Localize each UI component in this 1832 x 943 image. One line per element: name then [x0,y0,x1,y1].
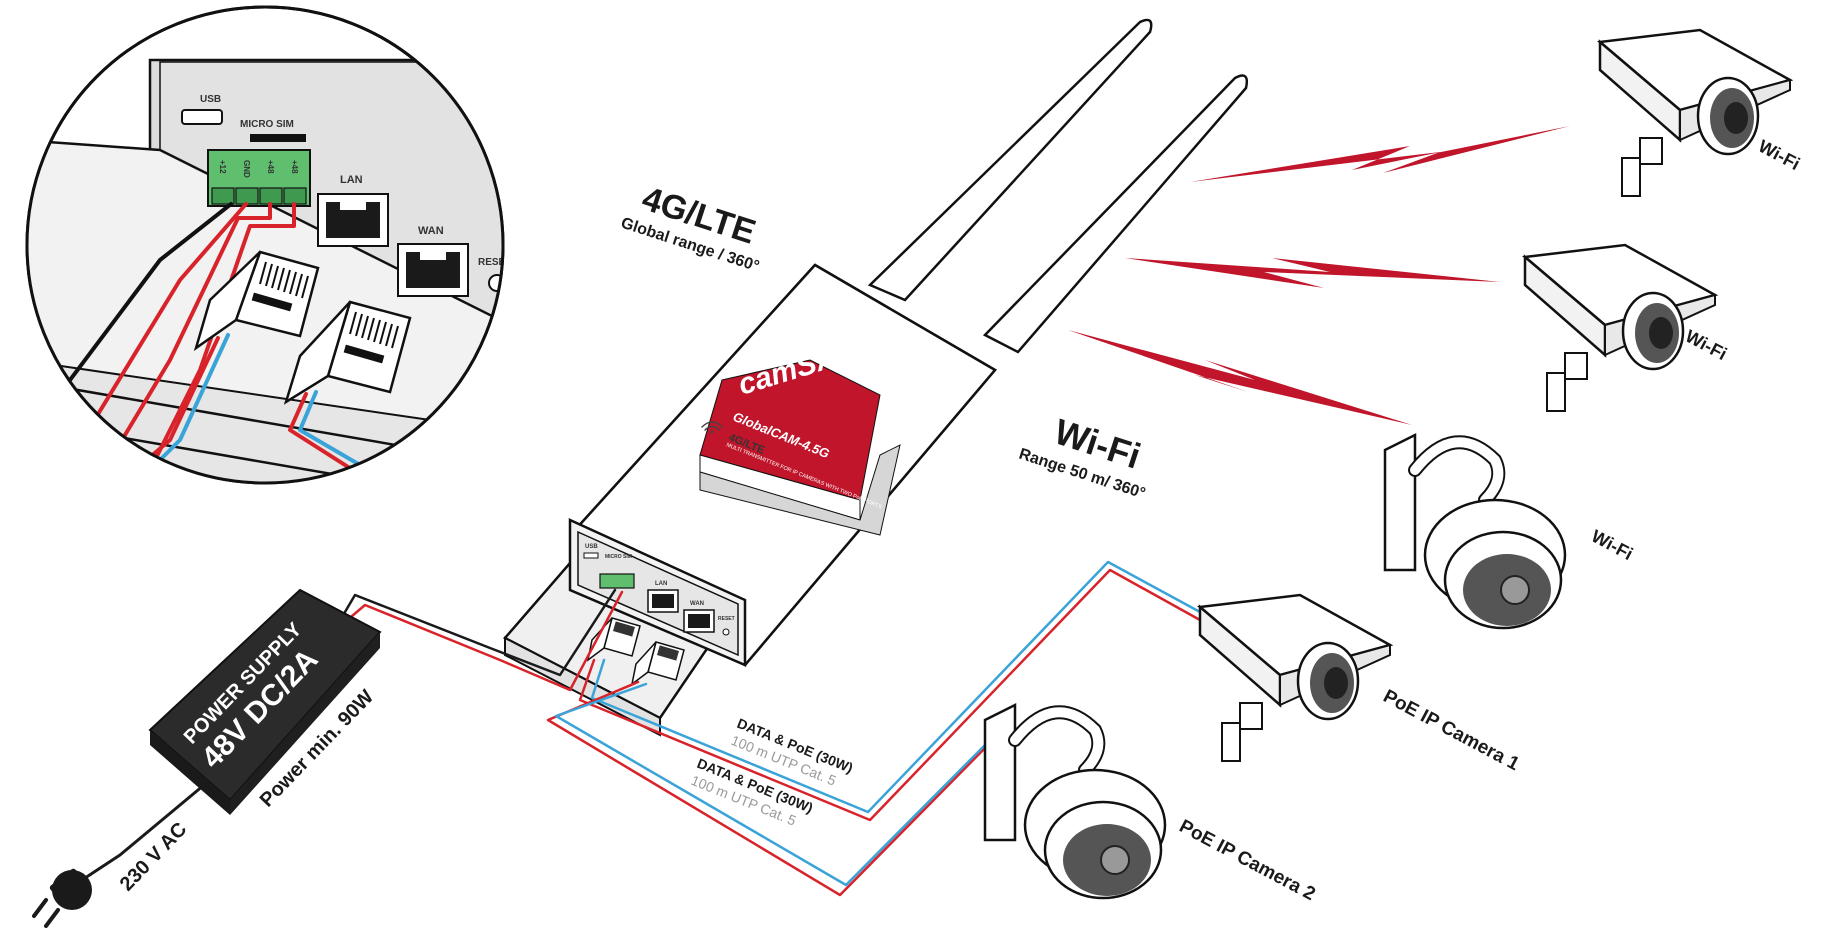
device-terminal-block [599,573,635,589]
rj45-connector-icon [630,641,685,686]
antenna-icon [867,18,1249,354]
bullet-camera-icon [1522,243,1719,412]
wan-label: WAN [418,225,444,237]
pin-gnd-label: GND [242,160,251,178]
device-lan-label: LAN [655,581,667,587]
usb-port [181,109,223,125]
lightning-icon [1190,126,1570,182]
port-detail-zoom: USB MICRO SIM +12 GND +48 +48 LAN [25,5,511,485]
micro-sim-slot [250,134,306,142]
pin-48b-label: +48 [290,160,299,174]
lan-port [317,193,389,247]
reset-label: RESET [478,257,511,268]
device-usb-label: USB [585,544,598,550]
router-device: camSAT GlobalCAM-4.5G MULTI TRANSMITTER … [503,263,997,737]
reset-button [488,274,503,292]
rj45-connector-icon [283,300,412,405]
device-wan-label: WAN [690,601,704,607]
pin-12-label: +12 [218,160,227,174]
ac-label: 230 V AC [116,818,192,895]
device-reset-label: RESET [718,616,735,622]
plug-icon [32,868,92,928]
lightning-icon [1068,330,1412,425]
poe-cam-1-label: PoE IP Camera 1 [1380,686,1523,775]
bullet-camera-icon [1197,593,1394,762]
cables [80,560,1202,897]
lightning-icon [1125,258,1500,288]
rj45-connector-icon [193,250,320,352]
wifi-cam-1-label: Wi-Fi [1755,136,1803,174]
bullet-camera-icon [1597,28,1794,197]
pin-48a-label: +48 [266,160,275,174]
power-terminal-block: +12 GND +48 +48 [207,149,311,207]
wifi-cam-2-label: Wi-Fi [1682,326,1730,364]
wifi-cam-3-label: Wi-Fi [1588,526,1636,564]
power-supply: POWER SUPPLY 48V DC/2A Power min. 90W [148,588,382,815]
wan-port [397,243,469,297]
device-sim-label: MICRO SIM [605,554,632,560]
dome-camera-icon [983,702,1167,900]
lan-label: LAN [340,174,363,186]
usb-label: USB [200,94,221,105]
wifi-icon [701,421,723,434]
dome-camera-icon [1383,432,1567,630]
poe-cam-2-label: PoE IP Camera 2 [1176,816,1319,905]
micro-sim-label: MICRO SIM [240,119,294,130]
